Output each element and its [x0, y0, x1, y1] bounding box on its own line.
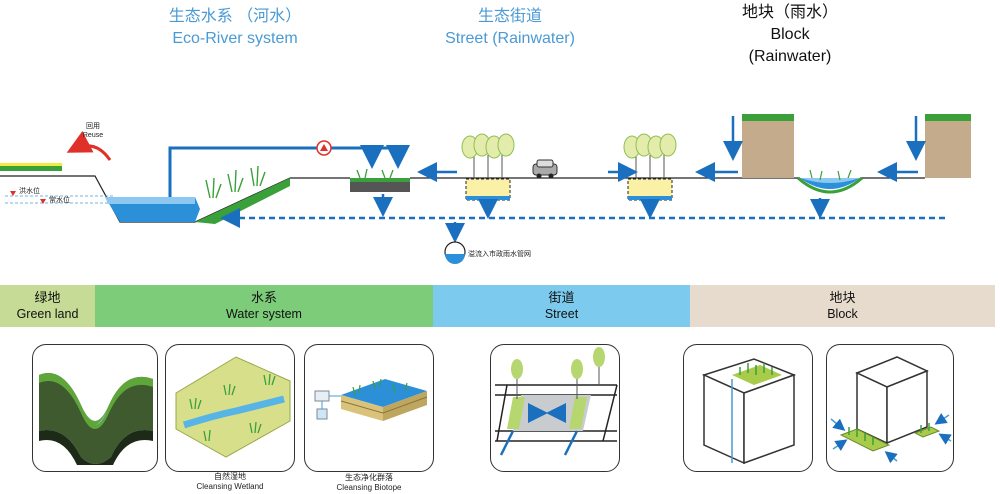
eco-river-header: 生态水系 （河水） Eco-River system	[150, 6, 320, 50]
band-street: 街道 Street	[433, 285, 690, 327]
card-block-green-roof	[683, 344, 813, 472]
card-block-bioretention	[826, 344, 954, 472]
underground-drainage	[220, 194, 945, 243]
eco-river-title-en: Eco-River system	[172, 30, 298, 47]
card-cleansing-wetland	[165, 344, 295, 472]
street-rain-garden-1	[461, 133, 515, 201]
reuse-label: 回用 Reuse	[78, 122, 108, 140]
band-block-zh: 地块	[829, 290, 856, 305]
eco-river-title-zh: 生态水系 （河水）	[168, 8, 302, 25]
band-green-land-zh: 绿地	[34, 290, 61, 305]
surface-flow-arrows	[417, 116, 926, 182]
street-title-zh: 生态街道	[477, 8, 542, 25]
street-rain-garden-2	[623, 133, 677, 201]
normal-level-label: 常水位	[49, 197, 70, 204]
band-block-en: Block	[827, 307, 858, 321]
band-green-land: 绿地 Green land	[0, 285, 95, 327]
card-street-rain-garden	[490, 344, 620, 472]
block-title-en-2: (Rainwater)	[748, 48, 832, 65]
reuse-label-zh: 回用	[86, 123, 100, 130]
biotope-basin	[350, 168, 410, 192]
street-header: 生态街道 Street (Rainwater)	[420, 6, 600, 50]
card-green-valley	[32, 344, 158, 472]
overflow-label: 溢流入市政雨水管网	[468, 251, 531, 258]
stormwater-section-diagram	[0, 114, 971, 264]
band-green-land-en: Green land	[16, 307, 79, 321]
card-cleansing-biotope	[304, 344, 434, 472]
block-title-en-1: Block	[770, 26, 810, 43]
reuse-arrow	[66, 131, 112, 161]
band-water-system-en: Water system	[226, 307, 302, 321]
block-bioswale	[797, 169, 863, 194]
flood-level-label: 洪水位	[19, 188, 40, 195]
block-title-zh: 地块（雨水）	[741, 4, 838, 21]
reuse-label-en: Reuse	[82, 132, 104, 139]
wetland-caption: 自然湿地 Cleansing Wetland	[165, 472, 295, 492]
band-street-en: Street	[544, 307, 579, 321]
block-building-2	[925, 114, 971, 178]
river-channel	[105, 165, 290, 224]
band-water-system: 水系 Water system	[95, 285, 433, 327]
car-icon	[532, 159, 558, 179]
water-level-markers	[5, 191, 115, 204]
block-building-1	[742, 114, 794, 178]
band-water-system-zh: 水系	[250, 290, 277, 305]
biotope-caption-en: Cleansing Biotope	[336, 483, 402, 492]
wetland-caption-en: Cleansing Wetland	[196, 482, 264, 491]
wetland-caption-zh: 自然湿地	[214, 472, 246, 481]
street-title-en: Street (Rainwater)	[445, 30, 575, 47]
band-street-zh: 街道	[548, 290, 575, 305]
pump-pipe	[168, 140, 410, 197]
band-block: 地块 Block	[690, 285, 995, 327]
biotope-caption-zh: 生态净化群落	[345, 473, 393, 482]
biotope-caption: 生态净化群落 Cleansing Biotope	[304, 473, 434, 493]
block-header: 地块（雨水） Block (Rainwater)	[725, 2, 855, 68]
overflow-pipe-icon	[444, 241, 466, 264]
